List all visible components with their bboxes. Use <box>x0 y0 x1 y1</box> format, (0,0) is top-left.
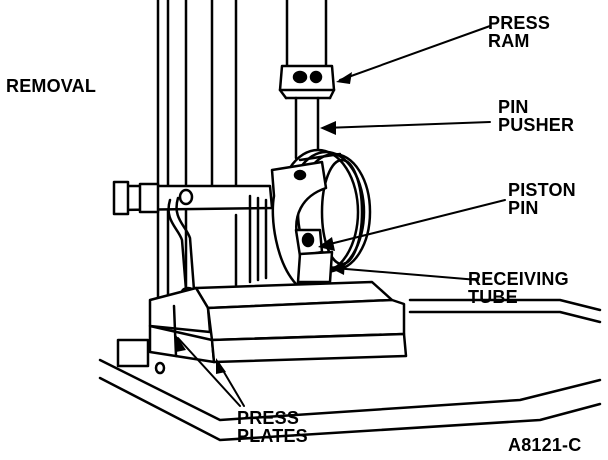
leader-lines <box>176 25 506 407</box>
press-ram <box>278 0 336 100</box>
figure-code: A8121-C <box>508 435 582 455</box>
label-piston-pin: PISTON PIN <box>508 180 576 218</box>
fixture-arm <box>112 180 274 298</box>
receiving-tube <box>296 250 334 284</box>
heading-removal: REMOVAL <box>6 76 97 96</box>
label-press-ram: PRESS RAM <box>488 13 551 51</box>
label-receiving-tube: RECEIVING TUBE <box>468 269 569 307</box>
label-press-plates: PRESS PLATES <box>237 408 308 446</box>
label-pin-pusher: PIN PUSHER <box>498 97 575 135</box>
press-frame-columns <box>156 0 238 302</box>
press-bed <box>98 298 602 442</box>
pin-pusher <box>294 96 320 160</box>
side-fitting <box>116 338 166 375</box>
